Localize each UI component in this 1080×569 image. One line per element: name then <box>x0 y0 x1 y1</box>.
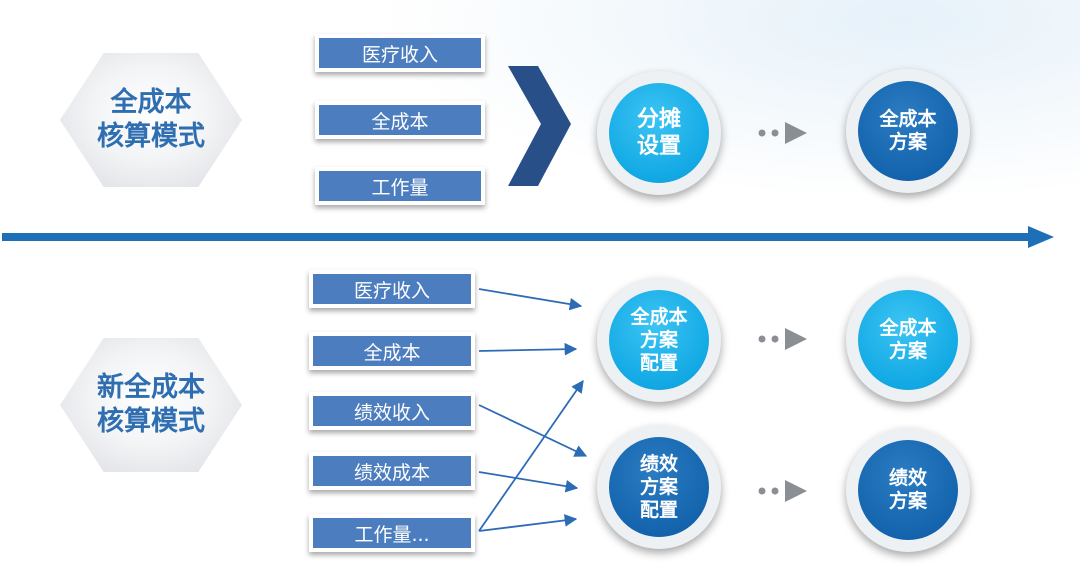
dots-arrow-icon <box>758 480 807 502</box>
circle-full-cost-plan: 全成本 方案 <box>846 278 970 402</box>
item-box-medical-income: 医疗收入 <box>315 34 485 72</box>
item-box-medical-income: 医疗收入 <box>309 270 475 308</box>
item-box-full-cost: 全成本 <box>315 101 485 139</box>
item-box-performance-income: 绩效收入 <box>309 392 475 430</box>
circle-label: 全成本 方案 <box>858 81 958 181</box>
hexagon-shape <box>60 53 242 187</box>
chevron-right-icon <box>508 66 571 186</box>
hexagon-new-full-cost-mode: 新全成本 核算模式 <box>60 338 242 472</box>
connector-lines <box>478 288 588 532</box>
arrow-right-icon <box>2 226 1054 248</box>
connector-line <box>478 404 588 457</box>
item-box-performance-cost: 绩效成本 <box>309 452 475 490</box>
hexagon-label: 全成本 核算模式 <box>97 87 205 152</box>
circle-full-cost-plan-config: 全成本 方案 配置 <box>597 278 721 402</box>
connector-line <box>478 514 578 532</box>
connector-line <box>478 471 579 493</box>
circle-label: 全成本 方案 配置 <box>609 290 709 390</box>
hexagon-label: 新全成本 核算模式 <box>97 372 205 437</box>
dots-arrow-icon <box>758 122 807 144</box>
circle-label: 绩效 方案 <box>858 440 958 540</box>
dots-arrow-icon <box>758 328 807 350</box>
connector-line <box>478 379 584 532</box>
hexagon-shape <box>60 338 242 472</box>
item-box-workload: 工作量 <box>315 167 485 205</box>
circle-allocation-setting: 分摊 设置 <box>597 71 721 195</box>
item-box-full-cost: 全成本 <box>309 332 475 370</box>
circle-label: 分摊 设置 <box>609 83 709 183</box>
connector-line <box>478 342 578 356</box>
hexagon-full-cost-mode: 全成本 核算模式 <box>60 53 242 187</box>
circle-full-cost-plan: 全成本 方案 <box>846 69 970 193</box>
circle-performance-plan: 绩效 方案 <box>846 428 970 552</box>
connector-line <box>478 288 583 311</box>
circle-label: 绩效 方案 配置 <box>609 437 709 537</box>
circle-performance-plan-config: 绩效 方案 配置 <box>597 425 721 549</box>
item-box-workload: 工作量... <box>309 514 475 552</box>
circle-label: 全成本 方案 <box>858 290 958 390</box>
